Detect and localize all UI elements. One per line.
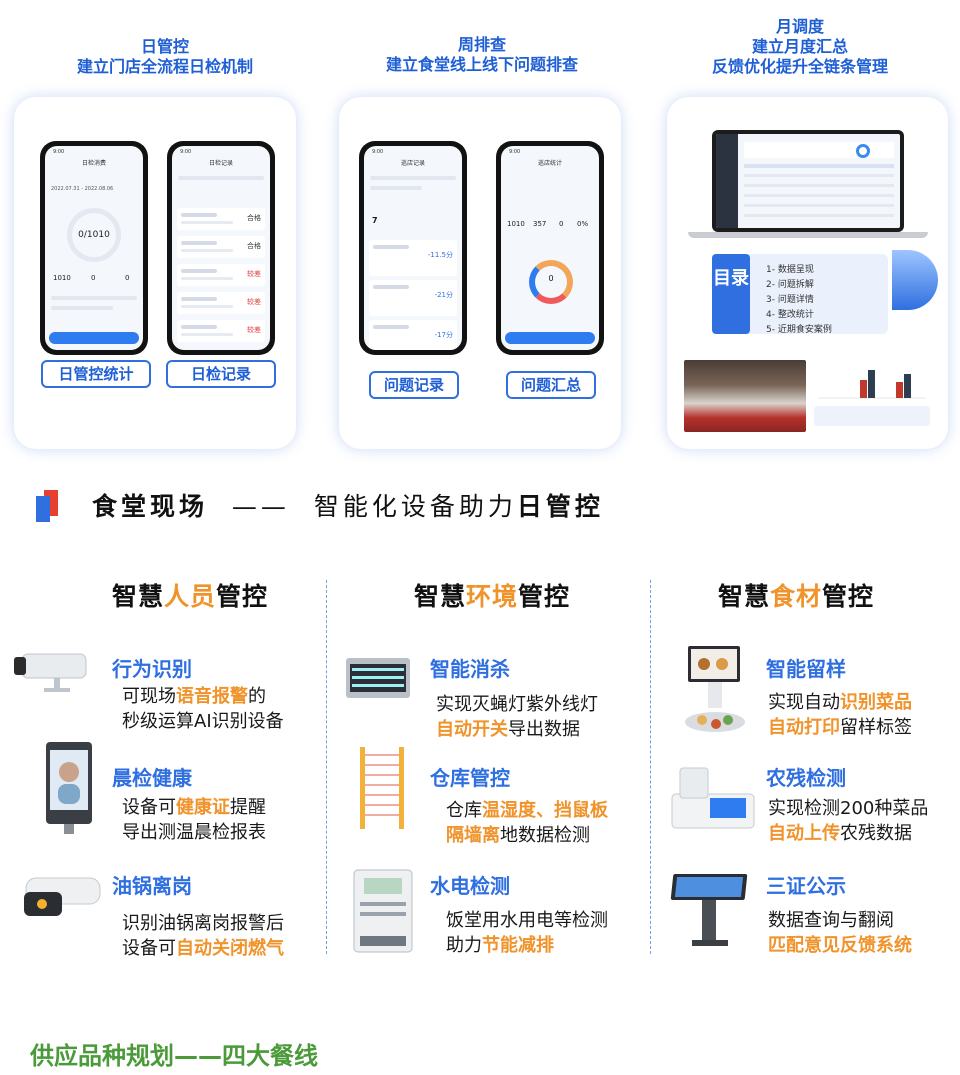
- phone-title: 日检消费: [81, 160, 106, 167]
- quote-box: [814, 406, 930, 426]
- feature-desc: 数据查询与翻阅匹配意见反馈系统: [768, 910, 912, 956]
- stat-3: 0: [559, 220, 564, 228]
- feature-desc: 实现自动识别菜品自动打印留样标签: [768, 692, 912, 738]
- top-col-3-title: 月调度: [775, 17, 824, 36]
- phone-issue-records: 9:00 巡店记录 7 -11.5分 -21分 -17分: [359, 141, 467, 355]
- feature-desc: 实现灭蝇灯紫外线灯自动开关导出数据: [436, 694, 598, 740]
- record-row: 较差: [177, 292, 265, 314]
- feature-title: 油锅离岗: [112, 874, 192, 898]
- issue-row: -17分: [369, 320, 457, 350]
- toc-decoration: [892, 250, 938, 310]
- phone-screen: 9:00 巡店记录 7 -11.5分 -21分 -17分: [364, 146, 462, 350]
- section-flag-icon: [36, 490, 58, 522]
- toc-item: 4- 整改统计: [766, 310, 814, 320]
- stat-1: 1010: [507, 220, 525, 228]
- feature-desc: 饭堂用水用电等检测助力节能减排: [446, 910, 608, 956]
- top-col-1-heading: 日管控 建立门店全流程日检机制: [70, 37, 260, 77]
- top-col-3-subtitle2: 反馈优化提升全链条管理: [711, 57, 888, 76]
- col-title-environment: 智慧环境管控: [414, 582, 571, 611]
- stat-2: 357: [533, 220, 547, 228]
- toc-item: 3- 问题详情: [766, 295, 814, 305]
- phone-tabs: [49, 332, 139, 344]
- top-col-1-title: 日管控: [140, 37, 189, 56]
- progress-ring: [67, 208, 121, 262]
- phone-issue-summary: 9:00 巡店统计 1010 357 0 0% 0: [496, 141, 604, 355]
- stat-1: 1010: [53, 274, 71, 282]
- display-kiosk-icon: [670, 874, 748, 946]
- phone-title: 巡店统计: [537, 160, 562, 167]
- top-col-3-subtitle: 建立月度汇总: [751, 37, 848, 56]
- toc-item: 1- 数据呈现: [766, 265, 814, 275]
- footer-title: 供应品种规划——四大餐线: [30, 1042, 318, 1070]
- phone-daily-records: 9:00 日检记录 合格 合格 较差 较差 较差: [167, 141, 275, 355]
- top-col-3-heading: 月调度 建立月度汇总 反馈优化提升全链条管理: [690, 17, 910, 77]
- record-row: 较差: [177, 320, 265, 342]
- stat-3: 0: [125, 274, 130, 282]
- feature-title: 水电检测: [430, 874, 510, 898]
- toc-title: 目录: [712, 254, 750, 334]
- issue-summary-button[interactable]: 问题汇总: [506, 371, 596, 399]
- record-row: 合格: [177, 236, 265, 258]
- donut-ring: [529, 260, 573, 304]
- daily-records-button[interactable]: 日检记录: [166, 360, 276, 388]
- feature-title: 仓库管控: [430, 766, 510, 790]
- issue-count: 7: [372, 216, 378, 225]
- face-scanner-icon: [46, 742, 92, 834]
- toc-item: 5- 近期食安案例: [766, 325, 832, 335]
- feature-title: 农残检测: [766, 766, 846, 790]
- section-title: 食堂现场 —— 智能化设备助力日管控: [92, 492, 604, 521]
- record-row: 较差: [177, 264, 265, 286]
- feature-title: 三证公示: [766, 874, 846, 898]
- feature-desc: 实现检测200种菜品自动上传农残数据: [768, 798, 929, 844]
- top-col-2-heading: 周排查 建立食堂线上线下问题排查: [360, 35, 604, 75]
- feature-desc: 可现场语音报警的秒级运算AI识别设备: [122, 686, 284, 732]
- phone-screen: 9:00 巡店统计 1010 357 0 0% 0: [501, 146, 599, 350]
- phone-title: 巡店记录: [400, 160, 425, 167]
- top-col-2-subtitle: 建立食堂线上线下问题排查: [385, 55, 578, 74]
- record-row: 合格: [177, 208, 265, 230]
- sample-kiosk-icon: [685, 646, 745, 732]
- column-divider: [326, 580, 327, 954]
- daily-stats-button[interactable]: 日管控统计: [41, 360, 151, 388]
- feature-title: 晨检健康: [112, 766, 192, 790]
- feature-title: 智能留样: [766, 657, 846, 681]
- feature-title: 智能消杀: [430, 657, 510, 681]
- stat-2: 0: [91, 274, 96, 282]
- bullet-camera-icon: [24, 877, 101, 916]
- mini-bar-chart: [818, 370, 926, 399]
- phone-screen: 9:00 日检消费 2022.07.31 - 2022.08.06 0/1010…: [45, 146, 143, 350]
- stat-4: 0%: [577, 220, 589, 228]
- donut-label: 0: [548, 274, 554, 283]
- phone-title: 日检记录: [208, 160, 233, 167]
- phone-daily-stats: 9:00 日检消费 2022.07.31 - 2022.08.06 0/1010…: [40, 141, 148, 355]
- phone-tabs: [505, 332, 595, 344]
- feature-title: 行为识别: [112, 657, 192, 681]
- laptop-dashboard: [712, 130, 904, 232]
- top-col-2-title: 周排查: [457, 35, 506, 54]
- col-title-staff: 智慧人员管控: [112, 582, 269, 611]
- feature-desc: 仓库温湿度、挡鼠板隔墙离地数据检测: [446, 800, 608, 846]
- column-divider: [650, 580, 651, 954]
- issue-records-button[interactable]: 问题记录: [369, 371, 459, 399]
- camera-icon: [14, 653, 87, 692]
- meter-icon: [353, 869, 413, 953]
- laptop-base: [688, 232, 928, 238]
- ring-label: 0/1010: [78, 230, 110, 240]
- light-curtain-icon: [360, 747, 404, 829]
- col-title-ingredients: 智慧食材管控: [718, 582, 875, 611]
- toc-item: 2- 问题拆解: [766, 280, 814, 290]
- phone-screen: 9:00 日检记录 合格 合格 较差 较差 较差: [172, 146, 270, 350]
- kitchen-staff-photo: [684, 360, 806, 432]
- top-col-1-subtitle: 建立门店全流程日检机制: [76, 57, 253, 76]
- phone-date: 2022.07.31 - 2022.08.06: [51, 186, 114, 192]
- feature-desc: 设备可健康证提醒导出测温晨检报表: [122, 797, 266, 843]
- pesticide-tester-icon: [671, 767, 755, 829]
- issue-row: -21分: [369, 280, 457, 316]
- issue-row: -11.5分: [369, 240, 457, 276]
- uv-lamp-icon: [346, 658, 410, 698]
- feature-desc: 识别油锅离岗报警后设备可自动关闭燃气: [122, 913, 284, 959]
